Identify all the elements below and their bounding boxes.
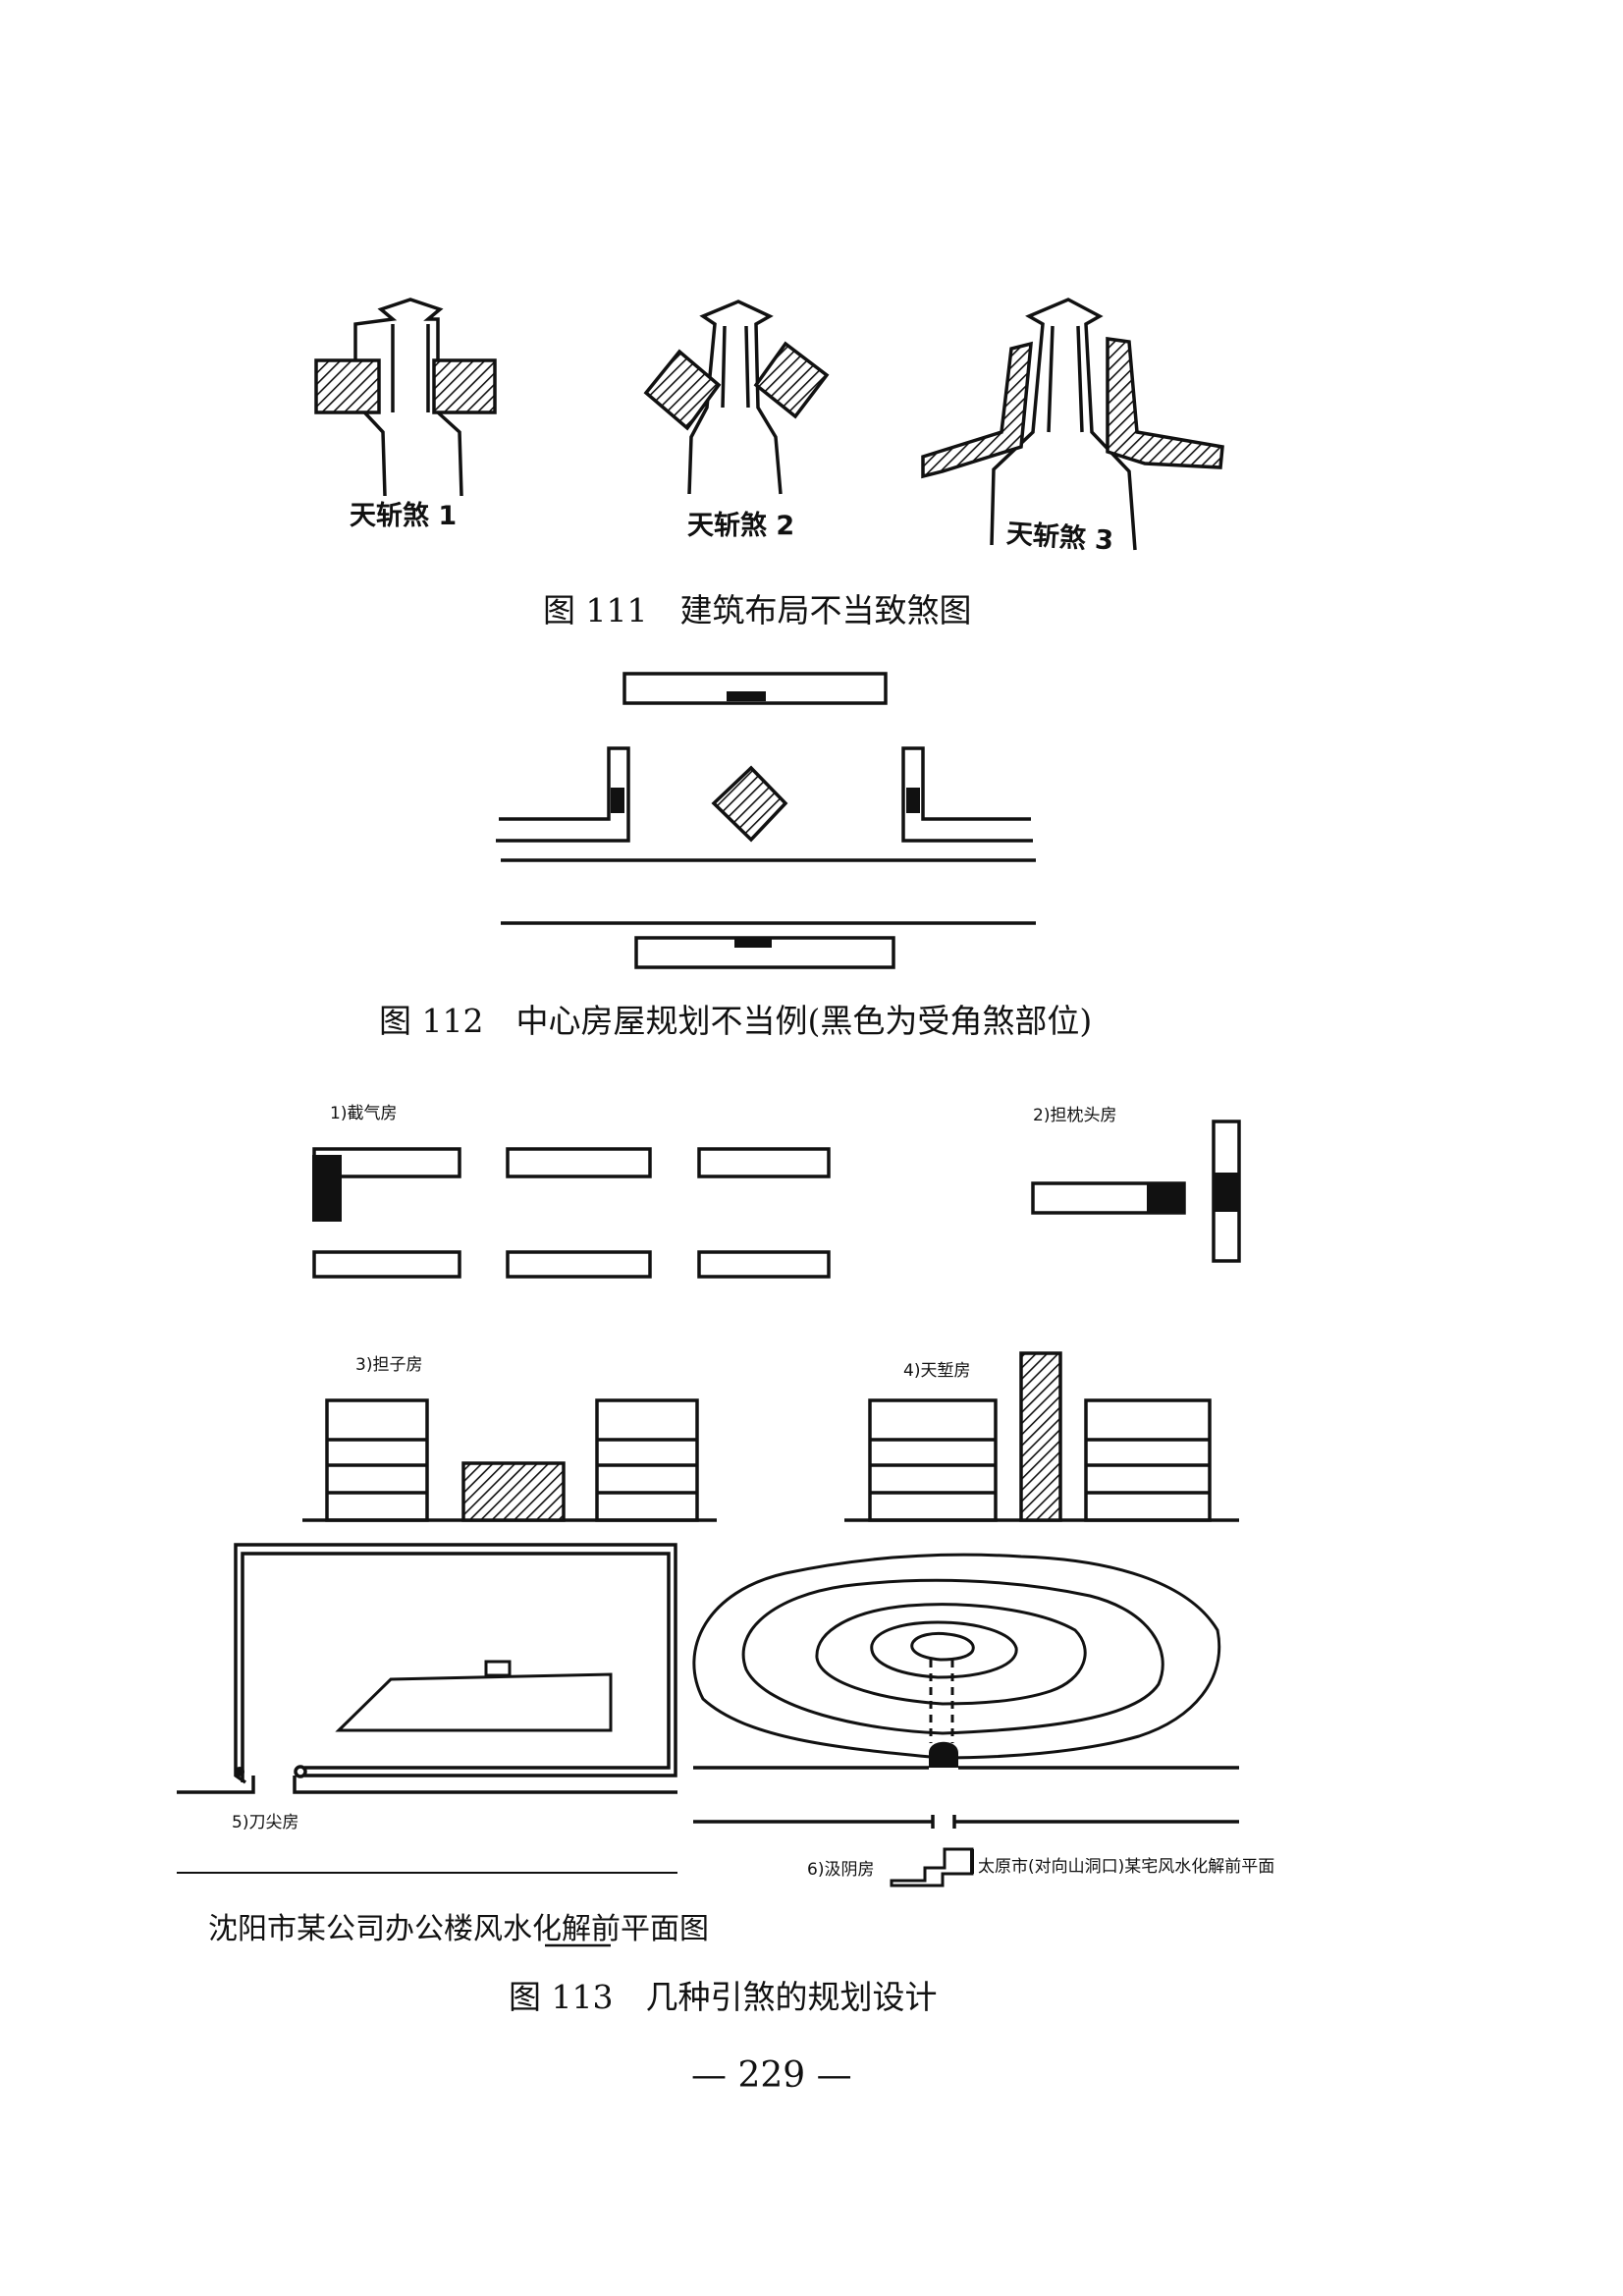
fig113-label-6-note: 太原市(对向山洞口)某宅风水化解前平面: [978, 1857, 1275, 1877]
west-building-hit: [611, 788, 624, 813]
arrow-inner-2: [721, 325, 750, 409]
fig111-diagram-3: [921, 298, 1224, 551]
fig111-label-1: 天斩煞 1: [350, 501, 458, 531]
fig113-label-5: 5)刀尖房: [232, 1813, 299, 1832]
building-right-1: [432, 358, 497, 414]
west-building: [496, 746, 630, 843]
north-building: [622, 672, 888, 705]
fig112-caption: 图 112 中心房屋规划不当例(黑色为受角煞部位): [379, 1002, 1093, 1040]
fig113-p1-diagram: [312, 1147, 831, 1279]
fig113-p6-diagram: [692, 1553, 1239, 1887]
fig111-diagram-1: [314, 298, 497, 497]
fig113-caption: 图 113 几种引煞的规划设计: [509, 1978, 938, 2016]
arrow-street-2: [687, 300, 783, 495]
page-number: — 229 —: [691, 2055, 852, 2096]
fig111-label-2: 天斩煞 2: [687, 511, 795, 541]
fig111-diagram-2: [643, 300, 830, 495]
fig113-p4-diagram: [844, 1351, 1239, 1522]
fig113-label-1: 1)截气房: [330, 1104, 398, 1123]
fig113-label-6: 6)汲阴房: [807, 1860, 875, 1880]
south-building-hit: [734, 938, 772, 948]
building-left-1: [314, 358, 381, 414]
fig113-label-4: 4)天堑房: [903, 1361, 971, 1381]
fig112-diagram: [496, 672, 1036, 969]
building-right-3: [1106, 336, 1224, 469]
building-left-2: [643, 349, 722, 431]
fig111-caption: 图 111 建筑布局不当致煞图: [543, 591, 972, 629]
fig113-label-2: 2)担枕头房: [1033, 1106, 1117, 1125]
arrow-inner-1: [391, 324, 430, 412]
building-left-3: [921, 341, 1033, 479]
arrow-inner-3: [1047, 325, 1084, 433]
north-building-hit: [727, 691, 766, 701]
building-right-2: [753, 341, 830, 419]
east-building: [901, 746, 1033, 843]
fig111-label-3: 天斩煞 3: [1004, 519, 1115, 557]
fig113-p3-diagram: [302, 1398, 717, 1522]
fig113-sub-caption: 沈阳市某公司办公楼风水化解前平面图: [208, 1912, 709, 1946]
east-building-hit: [906, 788, 920, 813]
fig113-p2-diagram: [1031, 1120, 1241, 1263]
fig113-label-3: 3)担子房: [355, 1355, 423, 1375]
fig113-p5-diagram: [177, 1543, 677, 1794]
center-house: [711, 765, 788, 843]
